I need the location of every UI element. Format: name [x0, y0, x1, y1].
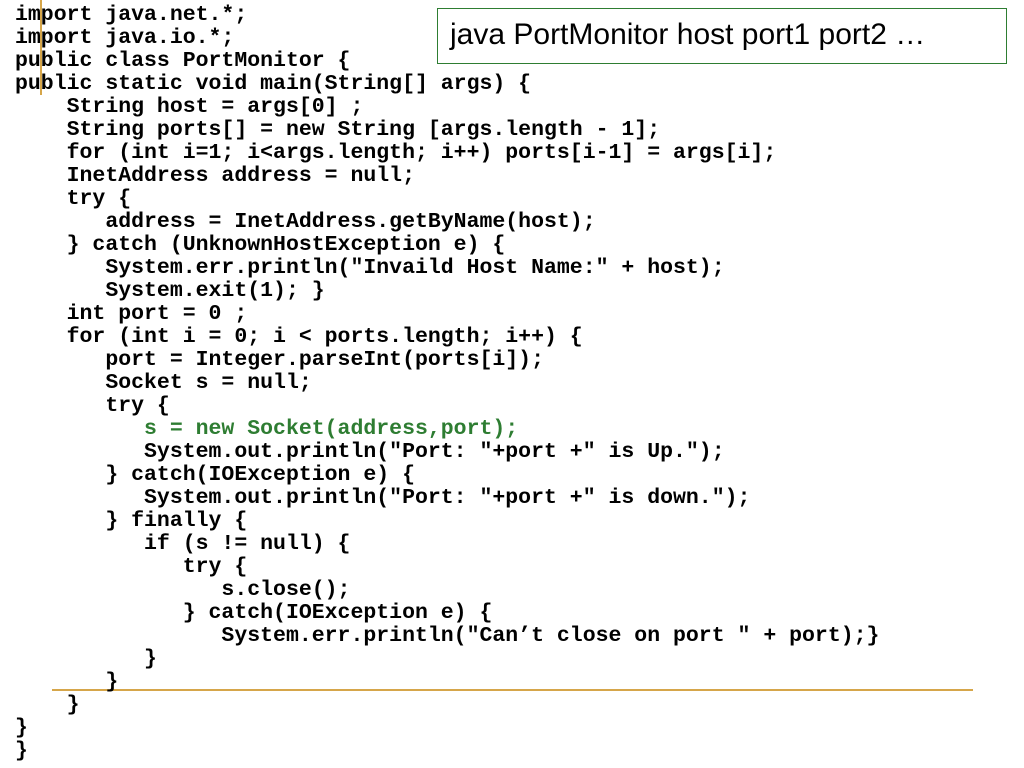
code-line: System.out.println("Port: "+port +" is U…: [15, 440, 725, 464]
decorative-bottom-line: [52, 689, 973, 691]
code-line: System.err.println("Invaild Host Name:" …: [15, 256, 725, 280]
code-line: public static void main(String[] args) {: [15, 72, 532, 96]
code-line: System.err.println("Can’t close on port …: [15, 624, 880, 648]
code-line: for (int i = 0; i < ports.length; i++) {: [15, 325, 583, 349]
code-line: }: [15, 739, 28, 763]
code-line: try {: [15, 555, 248, 579]
code-line: } catch(IOException e) {: [15, 463, 415, 487]
code-line: String host = args[0] ;: [15, 95, 364, 119]
code-line: System.out.println("Port: "+port +" is d…: [15, 486, 751, 510]
code-line: System.exit(1); }: [15, 279, 325, 303]
decorative-vertical-line: [40, 0, 42, 95]
code-line: public class PortMonitor {: [15, 49, 351, 73]
code-line: } finally {: [15, 509, 248, 533]
slide-title: java PortMonitor host port1 port2 …: [437, 8, 1007, 64]
code-line: InetAddress address = null;: [15, 164, 415, 188]
code-line: import java.io.*;: [15, 26, 235, 50]
code-line: } catch (UnknownHostException e) {: [15, 233, 506, 257]
code-line: address = InetAddress.getByName(host);: [15, 210, 596, 234]
code-line: }: [15, 693, 80, 717]
code-line: int port = 0 ;: [15, 302, 248, 326]
code-line: if (s != null) {: [15, 532, 351, 556]
code-line: }: [15, 670, 119, 694]
code-line: try {: [15, 394, 170, 418]
code-line: for (int i=1; i<args.length; i++) ports[…: [15, 141, 777, 165]
code-line: Socket s = null;: [15, 371, 312, 395]
code-line: port = Integer.parseInt(ports[i]);: [15, 348, 544, 372]
code-line: String ports[] = new String [args.length…: [15, 118, 661, 142]
code-line: try {: [15, 187, 132, 211]
code-line-highlighted: s = new Socket(address,port);: [15, 417, 519, 441]
code-line: }: [15, 647, 157, 671]
code-line: }: [15, 716, 28, 740]
code-block: import java.net.*;import java.io.*;publi…: [15, 4, 879, 763]
code-line: import java.net.*;: [15, 3, 248, 27]
code-line: } catch(IOException e) {: [15, 601, 493, 625]
code-line: s.close();: [15, 578, 351, 602]
